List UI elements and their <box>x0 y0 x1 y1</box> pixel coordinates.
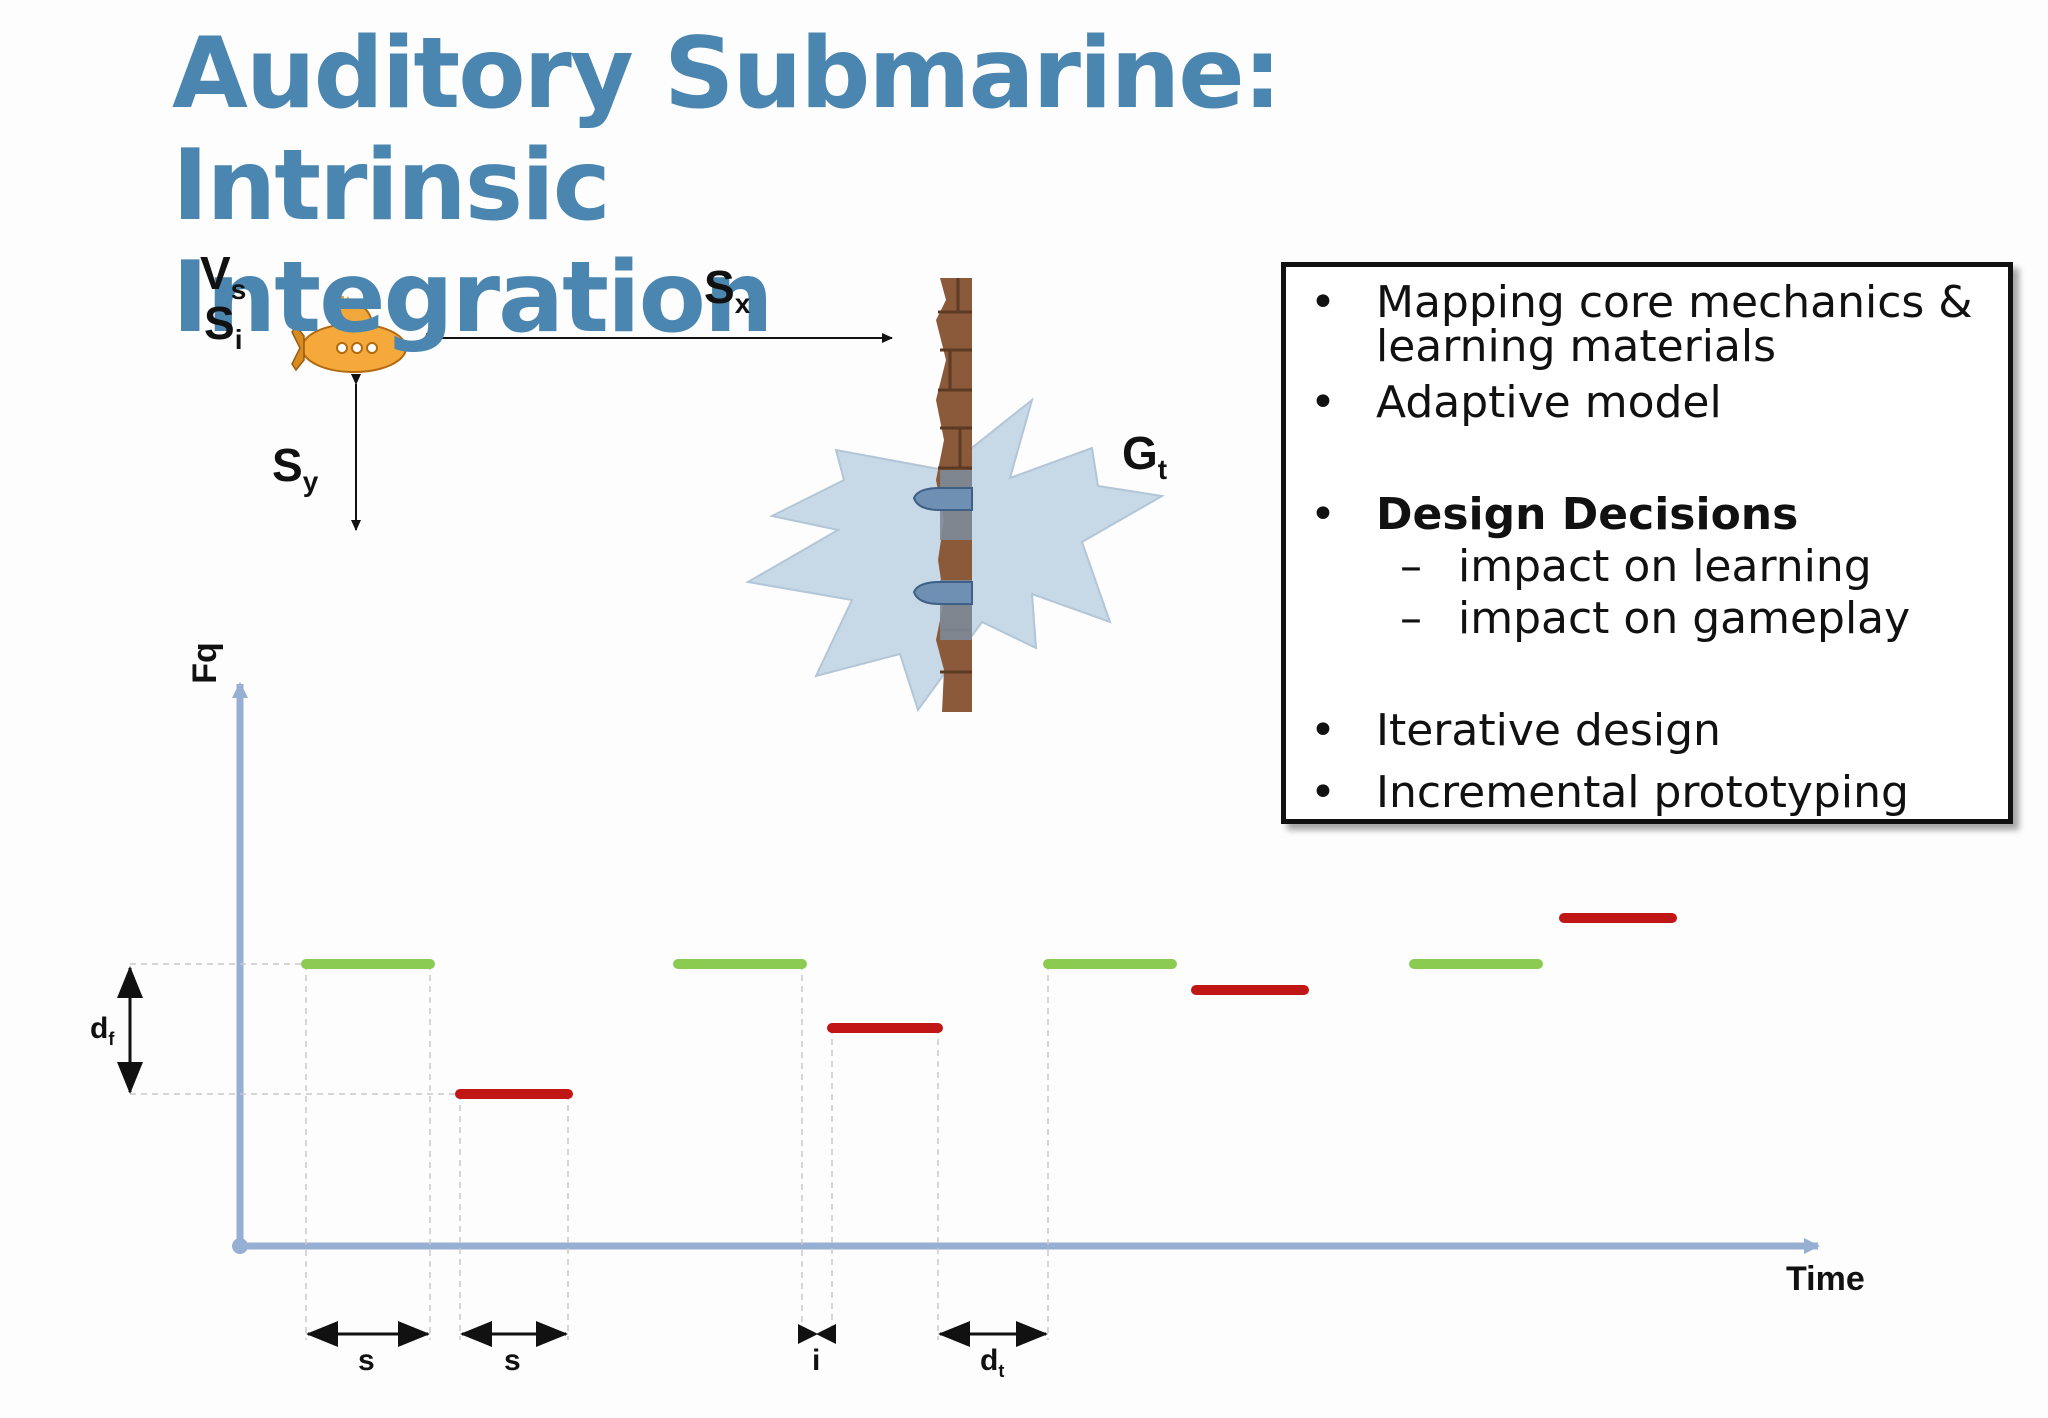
tone-bars <box>301 913 1677 1099</box>
brick-wall-icon <box>912 278 973 712</box>
sy-label: Sy <box>272 439 319 497</box>
dash: – <box>1400 593 1422 644</box>
submarine-icon <box>291 296 407 373</box>
sx-label: Sx <box>704 261 751 319</box>
s1-label: s <box>358 1344 375 1377</box>
bullet: • <box>1310 489 1336 540</box>
si-label: Si <box>204 297 243 355</box>
time-axis-label: Time <box>1786 1260 1865 1298</box>
df-label: df <box>90 1012 115 1049</box>
page-title: Auditory Submarine: Intrinsic Integratio… <box>172 18 1672 354</box>
bullet: • <box>1310 277 1336 328</box>
fq-axis-label: Fq <box>185 642 224 684</box>
i-arrow-left <box>798 1324 818 1344</box>
item-text: impact on gameplay <box>1458 593 1911 644</box>
gt-label: Gt <box>1122 427 1168 485</box>
item-text: Design Decisions <box>1376 489 1799 540</box>
item-text: impact on learning <box>1458 541 1872 592</box>
bullet: • <box>1310 767 1336 818</box>
title-line-2: Integration <box>172 241 774 355</box>
item-text: Mapping core mechanics & learning materi… <box>1376 277 1973 372</box>
dash: – <box>1400 541 1422 592</box>
i-arrow-right <box>816 1324 836 1344</box>
vs-label: Vs <box>200 247 247 305</box>
item-text: Adaptive model <box>1376 377 1722 428</box>
dt-label: dt <box>980 1344 1005 1381</box>
item-text: Incremental prototyping <box>1376 767 1909 818</box>
guide-lines <box>130 963 1049 1340</box>
axis-origin <box>232 1238 248 1254</box>
title-line-1: Auditory Submarine: Intrinsic <box>172 17 1282 243</box>
s2-label: s <box>504 1344 521 1377</box>
info-box: • Mapping core mechanics & learning mate… <box>1281 262 2013 824</box>
bullet: • <box>1310 705 1336 756</box>
interval-arrows <box>306 1321 1048 1347</box>
bullet: • <box>1310 377 1336 428</box>
i-label: i <box>812 1344 821 1377</box>
item-text: Iterative design <box>1376 705 1721 756</box>
